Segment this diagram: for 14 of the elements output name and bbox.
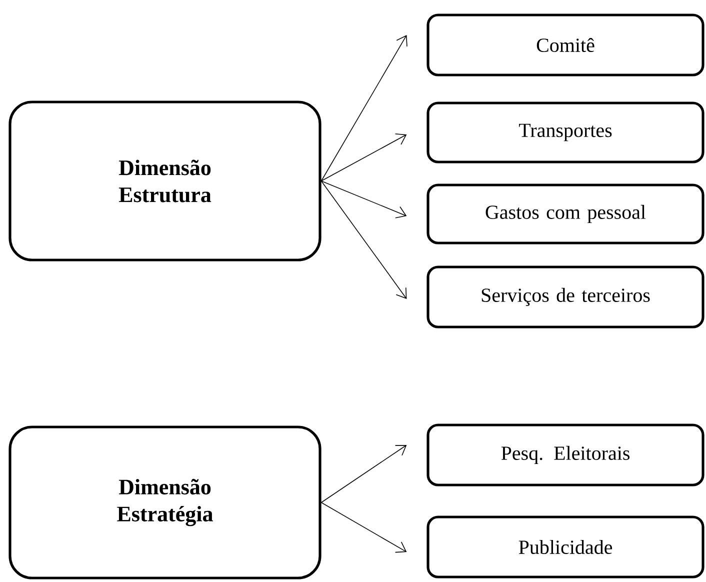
item-box: Serviços de terceiros — [426, 266, 704, 328]
arrow — [320, 133, 407, 182]
item-box: Pesq. Eleitorais — [426, 424, 704, 486]
item-box: Publicidade — [426, 516, 704, 578]
arrow — [320, 35, 408, 182]
category-box: Dimensão Estratégia — [8, 426, 322, 580]
arrow — [320, 180, 407, 218]
item-box: Transportes — [426, 102, 704, 164]
arrow — [320, 445, 407, 503]
item-box: Comitê — [426, 14, 704, 76]
item-box: Gastos com pessoal — [426, 184, 704, 244]
arrow — [320, 180, 407, 299]
category-box: Dimensão Estrutura — [8, 100, 322, 262]
arrow — [320, 502, 407, 553]
